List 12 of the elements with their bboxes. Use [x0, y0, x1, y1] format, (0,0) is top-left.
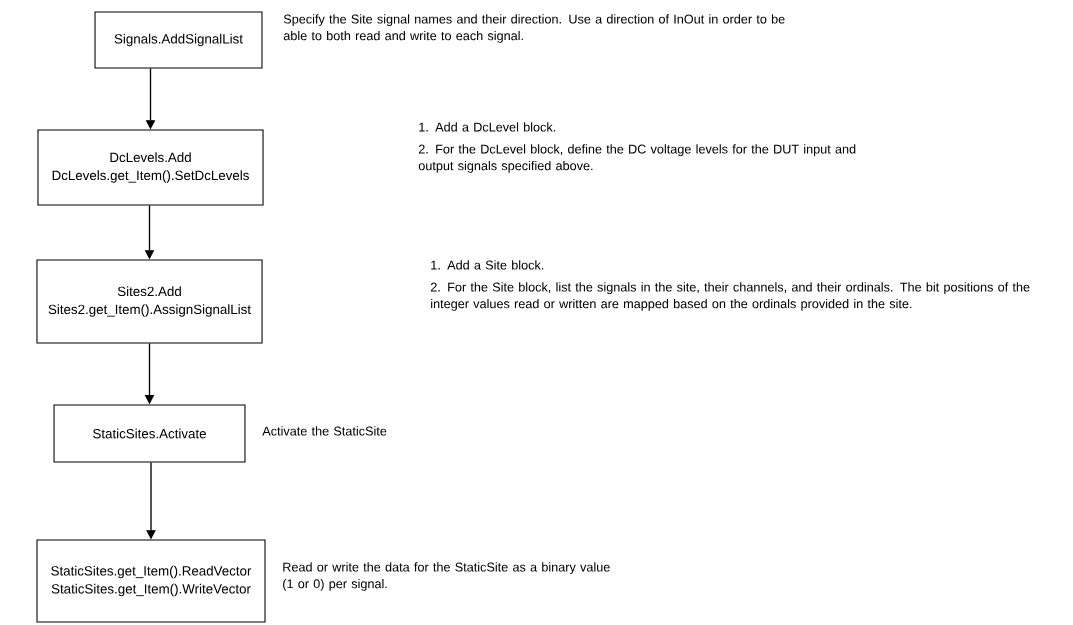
- note-text: 2. For the DcLevel block, define the DC voltage levels for the DUT input and output signals specified above.: [418, 144, 856, 173]
- note-text: 1. Add a DcLevel block.: [419, 122, 556, 132]
- process-box: Signals.AddSignalList: [94, 11, 263, 69]
- note-text: Read or write the data for the StaticSite as a binary value (1 or 0) per signal.: [283, 562, 610, 591]
- process-box: Sites2.Add Sites2.get_Item().AssignSignalList: [36, 259, 263, 344]
- process-box: StaticSites.Activate: [53, 404, 246, 463]
- note-text: 1. Add a Site block.: [431, 260, 544, 270]
- process-box: DcLevels.Add DcLevels.get_Item().SetDcLevels: [37, 129, 264, 206]
- process-box: StaticSites.get_Item().ReadVector StaticSites.get_Item().WriteVector: [36, 539, 266, 623]
- note-text: Specify the Site signal names and their direction. Use a direction of InOut in order to be able to both read and write to each signal.: [283, 14, 785, 43]
- note-text: Activate the StaticSite: [262, 426, 387, 436]
- note-text: 2. For the Site block, list the signals in the site, their channels, and their ordinals. The bit positions of the integer values read or written are mapped based on the ordinals provided in the site.: [430, 282, 1030, 311]
